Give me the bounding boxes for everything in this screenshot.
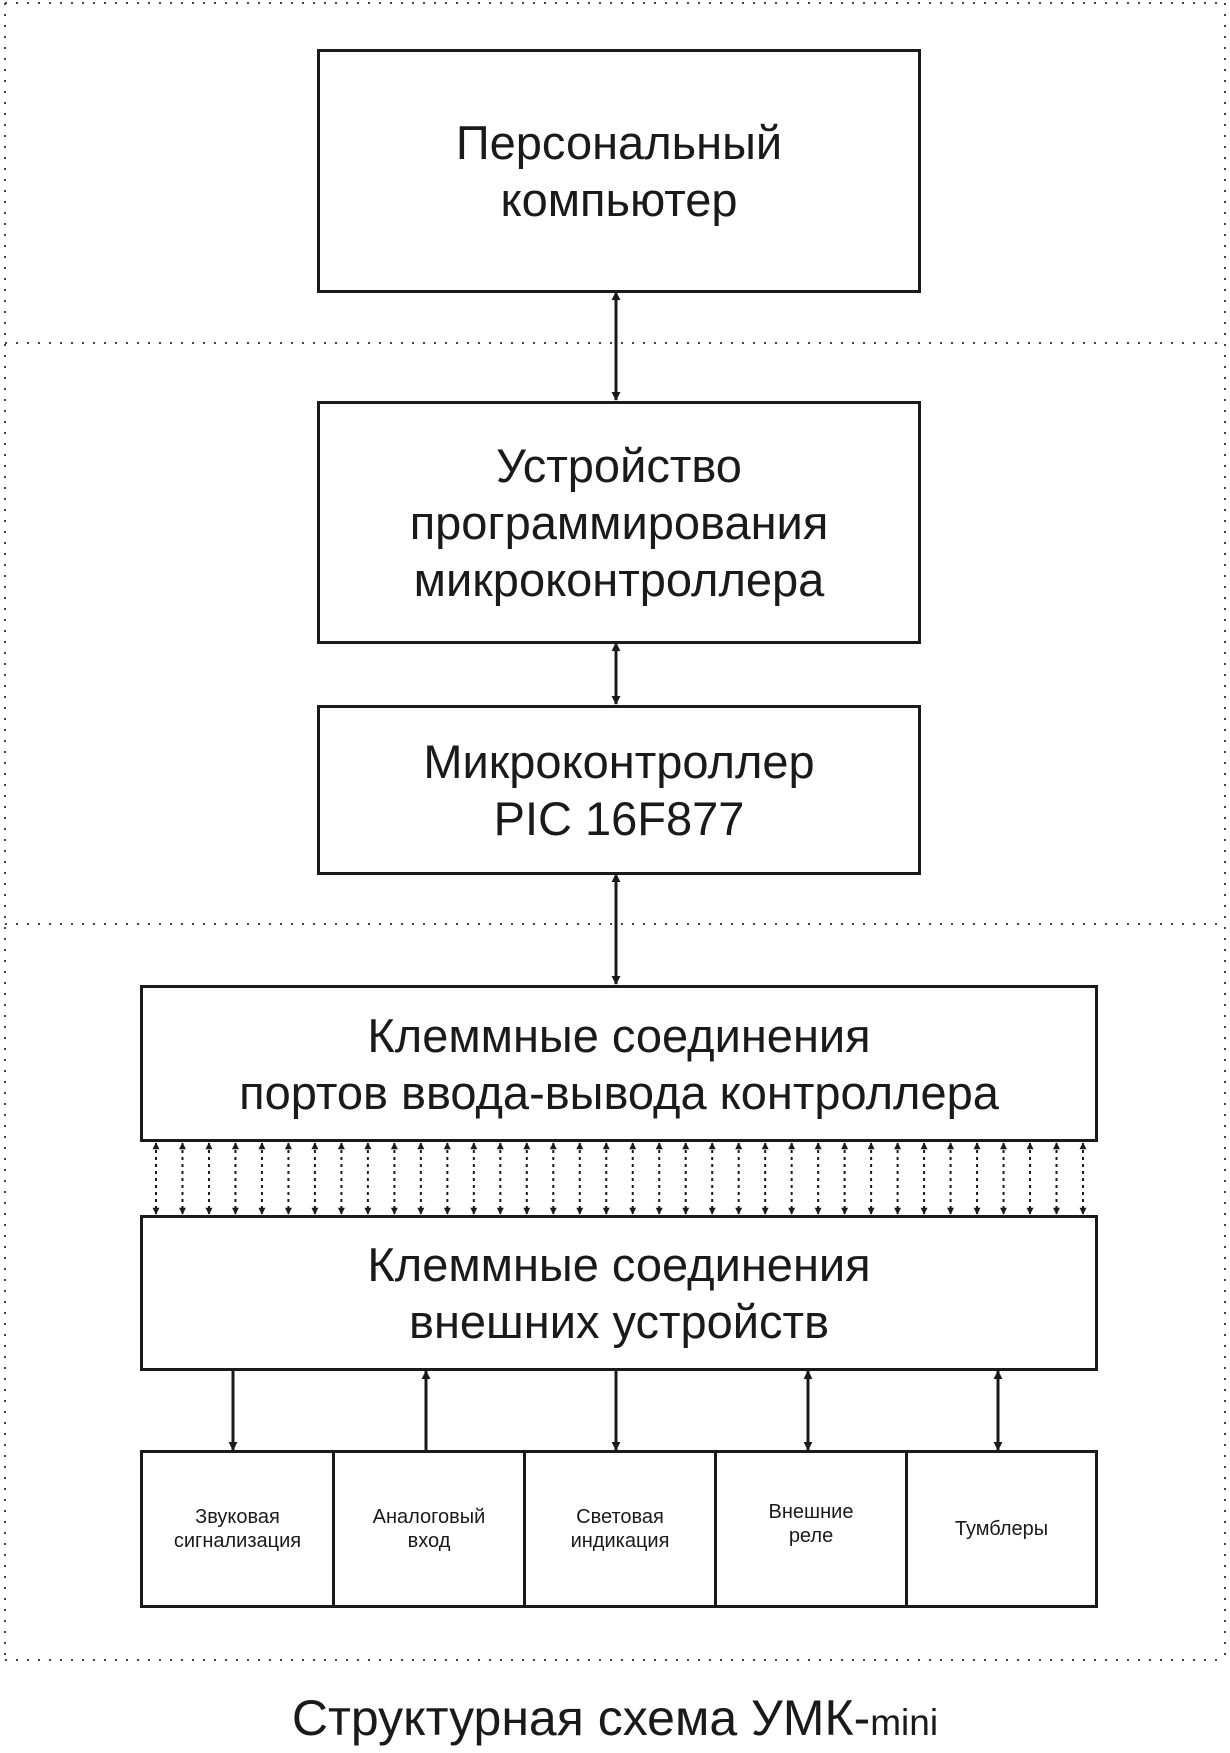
device-sound-alarm: Звуковая сигнализация bbox=[140, 1450, 335, 1608]
device-relay-line-2: реле bbox=[788, 1525, 834, 1547]
device-external-relay: Внешние реле bbox=[714, 1450, 908, 1608]
mcu-label-line-2: PIC 16F877 bbox=[493, 792, 745, 845]
zone-boundaries bbox=[4, 2, 1226, 1661]
io-terminals-label-line-2: портов ввода-вывода контроллера bbox=[239, 1065, 999, 1119]
device-switches-line-1: Тумблеры bbox=[954, 1518, 1049, 1540]
diagram-caption: Структурная схема УМК-mini bbox=[0, 1688, 1230, 1753]
pc-label-line-2: компьютер bbox=[500, 173, 738, 226]
ext-terminals-label-line-1: Клеммные соединения bbox=[367, 1238, 871, 1291]
device-sound-line-2: сигнализация bbox=[173, 1530, 302, 1552]
device-analog-line-2: вход bbox=[407, 1530, 451, 1552]
ext-terminals-label-line-2: внешних устройств bbox=[408, 1295, 830, 1348]
mcu-block: Микроконтроллер PIC 16F877 bbox=[317, 705, 921, 875]
ext-terminals-block: Клеммные соединения внешних устройств bbox=[140, 1215, 1098, 1371]
mcu-label-line-1: Микроконтроллер bbox=[423, 735, 815, 788]
programmer-label-line-1: Устройство bbox=[496, 439, 742, 492]
programmer-block: Устройство программирования микроконтрол… bbox=[317, 401, 921, 644]
device-sound-line-1: Звуковая bbox=[195, 1506, 280, 1528]
programmer-label-line-3: микроконтроллера bbox=[413, 553, 825, 606]
pc-block: Персональный компьютер bbox=[317, 49, 921, 293]
device-light-line-2: индикация bbox=[570, 1530, 670, 1552]
caption-suffix: mini bbox=[870, 1702, 939, 1743]
device-connectors bbox=[228, 1370, 1003, 1451]
io-bus bbox=[152, 1142, 1087, 1215]
device-light-line-1: Световая bbox=[576, 1506, 664, 1528]
device-analog-input: Аналоговый вход bbox=[332, 1450, 526, 1608]
io-terminals-block: Клеммные соединения портов ввода-вывода … bbox=[140, 985, 1098, 1142]
device-analog-line-1: Аналоговый bbox=[372, 1506, 486, 1528]
pc-label-line-1: Персональный bbox=[455, 116, 783, 169]
device-relay-line-1: Внешние bbox=[768, 1501, 854, 1523]
caption-main: Структурная схема УМК- bbox=[291, 1690, 871, 1746]
programmer-label-line-2: программирования bbox=[409, 496, 829, 549]
io-terminals-label-line-1: Клеммные соединения bbox=[367, 1008, 871, 1062]
device-light-indication: Световая индикация bbox=[523, 1450, 717, 1608]
device-switches: Тумблеры bbox=[905, 1450, 1098, 1608]
